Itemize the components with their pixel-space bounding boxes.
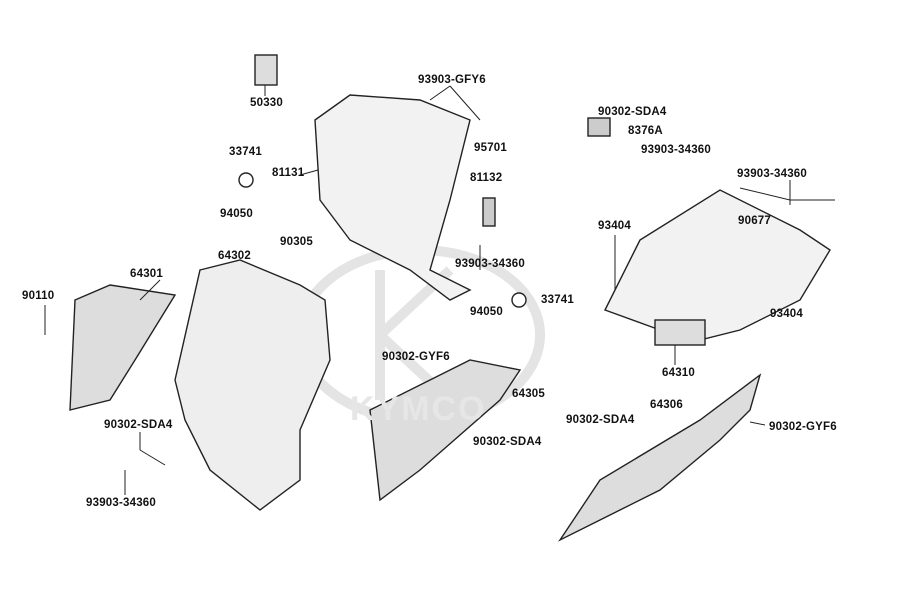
part-81131-inner-cover [314,94,472,301]
part-number-label: 93903-GFY6 [418,74,486,86]
part-number-label: 93404 [770,308,803,320]
part-number-label: 64306 [650,399,683,411]
part-number-label: 90302-SDA4 [473,436,542,448]
part-number-label: 90677 [738,215,771,227]
part-number-label: 50330 [250,97,283,109]
part-64310-bracket [654,319,706,346]
part-64305-floor-side-left [369,359,522,502]
part-number-label: 81132 [470,172,503,184]
part-number-label: 90110 [22,290,55,302]
part-number-label: 95701 [474,142,507,154]
part-number-label: 90302-SDA4 [598,106,667,118]
part-64302-front-shield [174,259,331,511]
part-number-label: 81131 [272,167,305,179]
part-number-label: 90302-SDA4 [104,419,173,431]
part-81132-panel [482,197,496,227]
part-number-label: 33741 [229,146,262,158]
part-number-label: 93903-34360 [455,258,525,270]
part-number-label: 93903-34360 [86,497,156,509]
part-number-label: 8376A [628,125,663,137]
part-number-label: 93903-34360 [737,168,807,180]
part-number-label: 93404 [598,220,631,232]
part-number-label: 94050 [220,208,253,220]
part-number-label: 93903-34360 [641,144,711,156]
leader-lines [44,85,835,495]
part-number-label: 33741 [541,294,574,306]
part-number-label: 64305 [512,388,545,400]
part-number-label: 64301 [130,268,163,280]
part-number-label: 90302-GYF6 [769,421,837,433]
part-64301-front-cover [69,284,177,411]
part-number-label: 64310 [662,367,695,379]
part-33741-grommet-2 [511,292,527,308]
part-number-label: 90302-GYF6 [382,351,450,363]
part-number-label: 94050 [470,306,503,318]
part-number-label: 64302 [218,250,251,262]
part-64306-floor-side-right [557,373,762,542]
kymco-watermark: KYMCO [350,390,487,428]
part-50330-label-card [254,54,278,86]
part-number-label: 90305 [280,236,313,248]
part-33741-grommet [238,172,254,188]
part-number-label: 90302-SDA4 [566,414,635,426]
part-8376A-hook [587,117,611,137]
